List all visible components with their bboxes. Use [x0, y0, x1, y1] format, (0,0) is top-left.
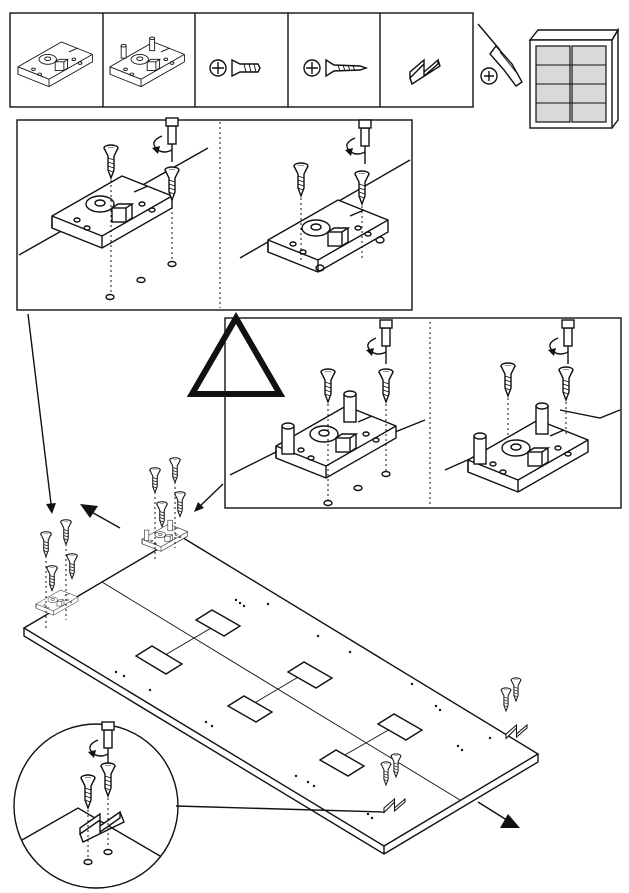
- screw-icon: [321, 369, 335, 402]
- short-screw-icon: [210, 60, 260, 76]
- long-screw-icon: [304, 60, 366, 76]
- screw-icon: [47, 566, 58, 591]
- screw-icon: [170, 458, 181, 483]
- screw-icon: [67, 554, 78, 579]
- phillips-head-icon: [481, 68, 497, 84]
- screw-icon: [175, 492, 186, 517]
- hinge-plate-left: [52, 176, 172, 248]
- parts-strip: [10, 13, 618, 128]
- screwdriver-bit-icon: [345, 120, 371, 164]
- detail-panel-top: [17, 118, 412, 310]
- warning-triangle-icon: [192, 318, 280, 394]
- screw-icon: [101, 763, 115, 796]
- screw-icon: [501, 363, 515, 396]
- hinge-plate-dowels-right: [468, 403, 588, 492]
- screw-icon: [41, 532, 52, 557]
- screw-icon: [81, 775, 95, 808]
- hinge-plate-dowels-left: [276, 391, 396, 478]
- hinge-plate-right: [268, 200, 388, 272]
- screwdriver-bit-icon: [366, 320, 392, 364]
- direction-arrow-down-right: [478, 802, 520, 828]
- screw-icon: [501, 688, 511, 711]
- u-bracket-detail: [80, 812, 124, 842]
- sliding-wardrobe-icon: [530, 30, 618, 128]
- screw-icon: [559, 367, 573, 400]
- screwdriver-bit-icon: [152, 118, 178, 162]
- screwdriver-bit-icon: [88, 722, 114, 766]
- pointer-line: [28, 314, 52, 512]
- screw-icon: [379, 369, 393, 402]
- detail-panel-middle: [225, 318, 621, 508]
- screwdriver-bit-icon: [548, 320, 574, 364]
- screw-icon: [157, 502, 168, 527]
- screw-icon: [355, 171, 369, 204]
- screw-icon: [104, 145, 118, 178]
- u-bracket-icon: [410, 60, 440, 84]
- direction-arrow-up-left: [80, 504, 120, 528]
- screw-icon: [511, 678, 521, 701]
- hinge-plate-icon: [18, 42, 92, 87]
- hinge-plate-dowels-icon: [110, 37, 184, 87]
- screw-icon: [294, 163, 308, 196]
- screw-icon: [150, 468, 161, 493]
- screw-icon: [61, 520, 72, 545]
